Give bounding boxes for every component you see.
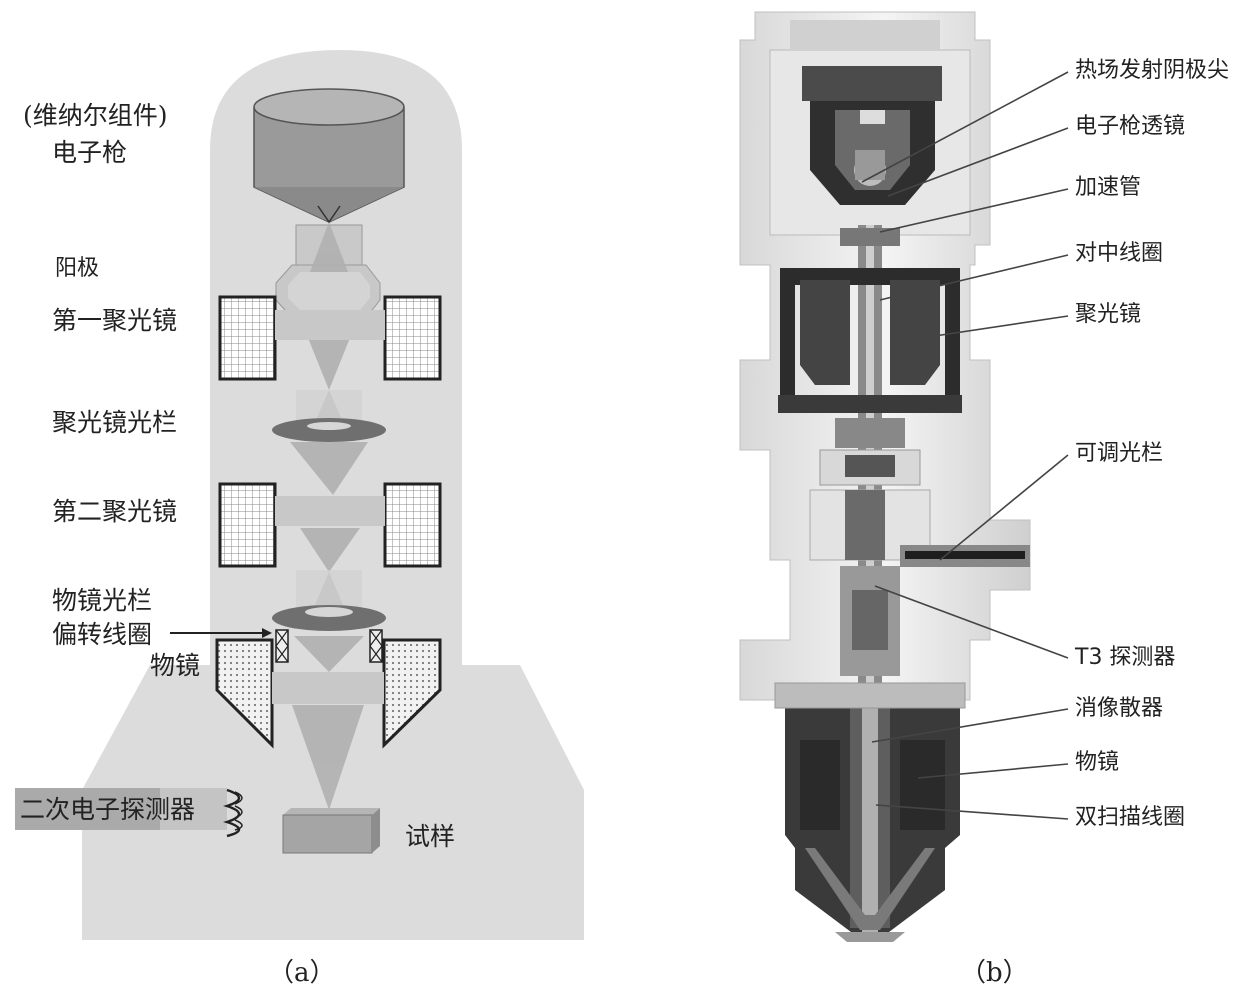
label-objective-aperture: 物镜光栏 — [52, 586, 153, 615]
label-stigmator: 消像散器 — [1075, 696, 1164, 721]
label-deflection-coil: 偏转线圈 — [52, 620, 153, 649]
electron-gun-shape — [253, 88, 405, 224]
objective-lens-block — [774, 682, 966, 942]
label-accel-tube: 加速管 — [1075, 175, 1142, 200]
caption-a: （a） — [268, 958, 336, 988]
condenser-housing — [778, 268, 962, 413]
condenser-aperture-shape — [272, 418, 386, 442]
se-detector-shape — [15, 788, 243, 838]
label-condenser1: 第一聚光镜 — [52, 306, 178, 335]
label-objective: 物镜 — [150, 651, 201, 680]
label-condenser-aperture: 聚光镜光栏 — [52, 408, 178, 437]
label-electron-gun: 电子枪 — [52, 138, 128, 167]
label-condenser-lens: 聚光镜 — [1075, 302, 1142, 327]
label-anode: 阳极 — [55, 256, 100, 281]
label-objective-lens: 物镜 — [1075, 750, 1120, 775]
label-field-emission-tip: 热场发射阴极尖 — [1075, 58, 1230, 83]
aperture-stack — [809, 418, 1030, 676]
panel-b — [739, 11, 1069, 942]
label-double-scan-coil: 双扫描线圈 — [1075, 805, 1186, 830]
gun-assembly — [802, 66, 942, 205]
panel-a — [15, 50, 584, 940]
label-condenser2: 第二聚光镜 — [52, 497, 178, 526]
condenser2-shape — [218, 482, 442, 568]
specimen-shape — [282, 808, 380, 854]
label-variable-aperture: 可调光栏 — [1075, 441, 1164, 466]
label-gun-lens: 电子枪透镜 — [1075, 114, 1186, 139]
label-se-detector: 二次电子探测器 — [20, 795, 196, 824]
caption-b: （b） — [960, 958, 1029, 988]
label-gun-group: (维纳尔组件) — [23, 101, 168, 130]
label-alignment-coil: 对中线圈 — [1075, 241, 1164, 266]
leader-lines — [861, 71, 1069, 820]
deflection-coils-shape — [275, 629, 383, 663]
condenser1-shape — [218, 295, 442, 381]
label-specimen: 试样 — [405, 822, 456, 851]
objective-aperture-shape — [272, 605, 386, 631]
label-t3-detector: T3 探测器 — [1075, 645, 1176, 670]
objective-shape — [215, 638, 442, 749]
